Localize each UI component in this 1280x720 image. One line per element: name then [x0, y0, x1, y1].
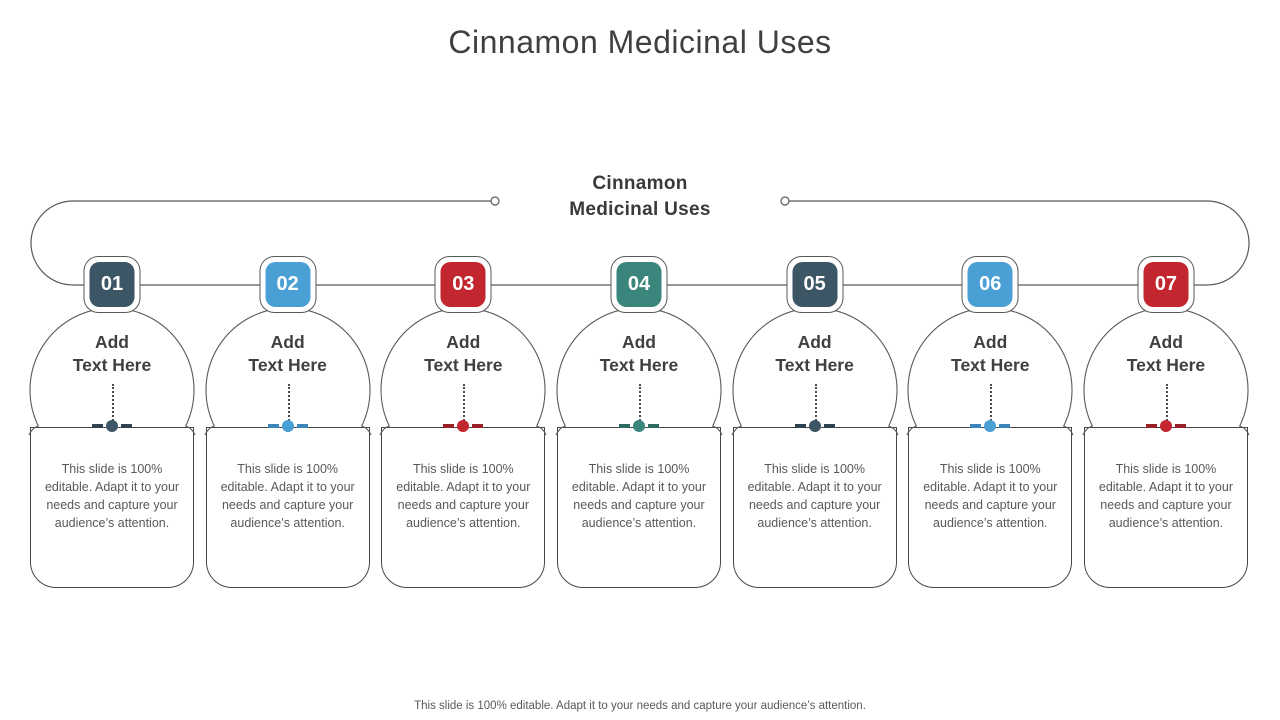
marker-dash-icon — [999, 424, 1011, 428]
marker-dash-icon — [1174, 424, 1186, 428]
step-label-line2: Text Here — [775, 355, 854, 375]
description-card[interactable]: This slide is 100% editable. Adapt it to… — [205, 427, 370, 588]
dotted-connector-line — [112, 384, 114, 421]
step-label-line2: Text Here — [599, 355, 679, 375]
step-label-line2: Text Here — [951, 355, 1030, 375]
connector-marker — [733, 420, 897, 432]
step-label-line1: Add — [270, 332, 305, 352]
description-text: This slide is 100% editable. Adapt it to… — [1098, 462, 1233, 530]
step-label-line2: Text Here — [72, 355, 152, 375]
page-title[interactable]: Cinnamon Medicinal Uses — [448, 24, 832, 60]
marker-dash-icon — [443, 424, 455, 428]
marker-dot-icon — [984, 420, 997, 432]
step-label-line1: Add — [621, 332, 656, 352]
connector-marker — [908, 420, 1072, 432]
description-card[interactable]: This slide is 100% editable. Adapt it to… — [1083, 427, 1248, 588]
marker-dash-icon — [618, 424, 630, 428]
marker-dot-icon — [1159, 420, 1172, 432]
line-end-circle-icon — [780, 196, 790, 206]
marker-dash-icon — [647, 424, 659, 428]
diagram-center-label[interactable]: Cinnamon Medicinal Uses — [490, 171, 790, 223]
marker-dash-icon — [823, 424, 835, 428]
description-card[interactable]: This slide is 100% editable. Adapt it to… — [556, 427, 721, 588]
connector-marker — [206, 420, 370, 432]
step-number-badge[interactable]: 02 — [259, 256, 317, 313]
connector-marker — [381, 420, 545, 432]
dotted-connector-line — [638, 384, 641, 421]
connector-marker — [30, 420, 194, 432]
step-label-line2: Text Here — [248, 355, 327, 375]
description-card[interactable]: This slide is 100% editable. Adapt it to… — [381, 427, 546, 588]
description-text: This slide is 100% editable. Adapt it to… — [571, 462, 707, 530]
center-label-line1: Cinnamon — [592, 173, 688, 194]
step-label-line2: Text Here — [424, 355, 503, 375]
connector-marker — [557, 420, 721, 432]
step-label-line1: Add — [973, 332, 1008, 352]
step-label-line1: Add — [1148, 332, 1183, 352]
step-number: 02 — [265, 262, 311, 307]
description-card[interactable]: This slide is 100% editable. Adapt it to… — [732, 427, 897, 588]
step-number: 03 — [440, 262, 486, 307]
dotted-connector-line — [814, 384, 817, 421]
step-number-badge[interactable]: 03 — [434, 256, 492, 313]
step-number: 04 — [616, 262, 662, 307]
step-number-badge[interactable]: 06 — [961, 256, 1019, 313]
connector-marker — [1084, 420, 1248, 432]
marker-dash-icon — [472, 424, 484, 428]
step-number-badge[interactable]: 07 — [1137, 256, 1195, 313]
footer-note: This slide is 100% editable. Adapt it to… — [414, 700, 866, 712]
step-label-line1: Add — [94, 332, 130, 352]
dotted-connector-line — [287, 384, 290, 421]
marker-dot-icon — [808, 420, 821, 432]
marker-dash-icon — [267, 424, 279, 428]
step-number: 01 — [89, 262, 135, 307]
line-end-circle-icon — [490, 196, 500, 206]
marker-dash-icon — [1145, 424, 1157, 428]
description-card[interactable]: This slide is 100% editable. Adapt it to… — [908, 427, 1073, 588]
description-text: This slide is 100% editable. Adapt it to… — [747, 462, 882, 530]
step-number-badge[interactable]: 04 — [610, 256, 668, 313]
marker-dash-icon — [794, 424, 806, 428]
step-number-badge[interactable]: 05 — [786, 256, 844, 313]
step-number: 05 — [792, 262, 838, 307]
marker-dot-icon — [281, 420, 294, 432]
step-number: 07 — [1143, 262, 1189, 307]
description-text: This slide is 100% editable. Adapt it to… — [396, 462, 531, 530]
step-label-line2: Text Here — [1126, 355, 1206, 375]
step-label-line1: Add — [446, 332, 481, 352]
dotted-connector-line — [1165, 384, 1168, 421]
dotted-connector-line — [463, 384, 466, 421]
description-text: This slide is 100% editable. Adapt it to… — [923, 462, 1058, 530]
step-label-line1: Add — [797, 332, 832, 352]
marker-dot-icon — [457, 420, 470, 432]
step-number: 06 — [967, 262, 1013, 307]
dotted-connector-line — [990, 384, 993, 421]
marker-dot-icon — [632, 420, 645, 432]
marker-dot-icon — [106, 420, 118, 432]
marker-dash-icon — [970, 424, 982, 428]
description-text: This slide is 100% editable. Adapt it to… — [44, 462, 180, 530]
marker-dash-icon — [92, 424, 103, 428]
marker-dash-icon — [121, 424, 132, 428]
marker-dash-icon — [296, 424, 308, 428]
description-text: This slide is 100% editable. Adapt it to… — [220, 462, 355, 530]
step-number-badge[interactable]: 01 — [83, 256, 141, 313]
description-card[interactable]: This slide is 100% editable. Adapt it to… — [30, 427, 194, 588]
center-label-line2: Medicinal Uses — [569, 199, 711, 220]
